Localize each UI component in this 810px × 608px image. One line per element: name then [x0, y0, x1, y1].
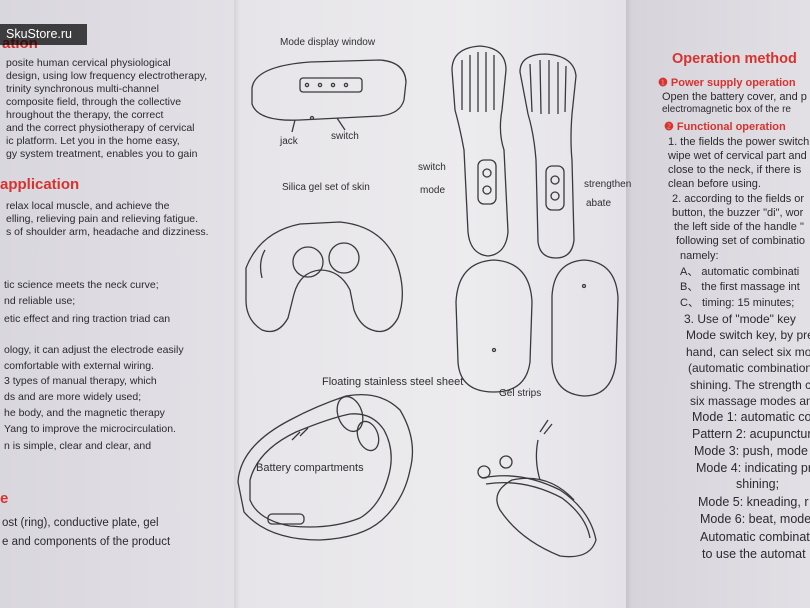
application-line: s of shoulder arm, headache and dizzines…: [6, 226, 209, 238]
mode-line: shining;: [736, 477, 780, 491]
feature-line: tic science meets the neck curve;: [4, 279, 159, 291]
mode-line: Mode 1: automatic co: [692, 410, 810, 424]
application-line: relax local muscle, and achieve the: [6, 200, 170, 212]
option-line: A、 automatic combinati: [680, 266, 800, 278]
step2-line: namely:: [680, 250, 719, 262]
handle-right-drawing: [519, 53, 577, 259]
feature-line: comfortable with external wiring.: [4, 360, 154, 372]
step2-line: 1. the fields the power switch: [668, 136, 810, 148]
label-floating-sheet: Floating stainless steel sheet: [322, 376, 464, 388]
display-unit-drawing: [251, 59, 407, 133]
mode-line: Pattern 2: acupunctur: [692, 427, 810, 441]
feature-line: ology, it can adjust the electrode easil…: [4, 344, 184, 356]
step1-title: ❶ Power supply operation: [658, 77, 796, 89]
left-panel: [0, 0, 234, 608]
mode-line: Automatic combinat: [700, 530, 810, 544]
fold-line: [234, 0, 240, 608]
step1-line: Open the battery cover, and p: [662, 91, 807, 103]
intro-line: design, using low frequency electrothera…: [6, 70, 208, 82]
mode-key-line: hand, can select six mo: [686, 345, 810, 359]
label-strengthen: strengthen: [584, 179, 632, 190]
mode-line: to use the automat: [702, 547, 806, 561]
label-switch-top: switch: [331, 131, 359, 142]
silica-gel-drawing: [245, 221, 403, 333]
step2-line: clean before using.: [668, 178, 761, 190]
option-line: B、 the first massage int: [680, 281, 800, 293]
label-switch-side: switch: [418, 162, 446, 173]
label-abate: abate: [586, 198, 612, 209]
feature-line: etic effect and ring traction triad can: [4, 313, 171, 325]
label-gel-strips: Gel strips: [499, 388, 542, 399]
fold-line: [626, 0, 632, 608]
intro-line: hroughout the therapy, the correct: [6, 109, 164, 121]
application-line: elling, relieving pain and relieving fat…: [6, 213, 199, 225]
feature-line: ds and are more widely used;: [4, 391, 142, 403]
step2-title: ❷ Functional operation: [664, 121, 786, 133]
step2-line: 2. according to the fields or: [672, 193, 805, 205]
intro-line: ic platform. Let you in the home easy,: [6, 135, 180, 147]
gel-strips-drawing: [455, 259, 619, 397]
intro-line: posite human cervical physiological: [6, 57, 171, 69]
mode-line: Mode 3: push, mode: [694, 444, 808, 458]
mode-key-line: six massage modes an: [690, 394, 810, 408]
mode-line: Mode 6: beat, mode: [700, 512, 810, 526]
handle-left-drawing: [451, 45, 509, 257]
structure-line: ost (ring), conductive plate, gel: [2, 517, 159, 529]
intro-line: trinity synchronous multi-channel: [6, 83, 159, 95]
mode-key-line: shining. The strength c: [690, 378, 810, 392]
step2-line: following set of combinatio: [676, 235, 806, 247]
left-heading-application: application: [0, 176, 80, 193]
label-jack: jack: [280, 136, 298, 147]
label-mode-display: Mode display window: [280, 37, 376, 48]
step1-line: electromagnetic box of the re: [662, 104, 791, 115]
right-heading: Operation method: [672, 51, 797, 67]
step2-line: wipe wet of cervical part and: [668, 150, 807, 162]
structure-line: e and components of the product: [2, 536, 171, 548]
neck-device-drawing: [237, 393, 414, 541]
label-mode: mode: [420, 185, 446, 196]
step2-line: the left side of the handle ": [674, 221, 804, 233]
mode-line: Mode 4: indicating pr: [696, 461, 810, 475]
label-silica-gel: Silica gel set of skin: [282, 182, 370, 193]
watermark-badge: SkuStore.ru: [0, 24, 87, 45]
feature-line: n is simple, clear and clear, and: [4, 440, 152, 452]
intro-line: composite field, through the collective: [6, 96, 182, 108]
option-line: C、 timing: 15 minutes;: [680, 297, 795, 309]
label-battery: Battery compartments: [256, 462, 364, 474]
mode-key-line: Mode switch key, by pre: [686, 328, 810, 342]
right-panel: [626, 0, 810, 608]
mode-key-line: (automatic combination: [688, 361, 810, 375]
feature-line: 3 types of manual therapy, which: [4, 375, 157, 387]
feature-line: Yang to improve the microcirculation.: [4, 423, 176, 435]
step2-line: button, the buzzer "di", wor: [672, 207, 804, 219]
mode-key-line: 3. Use of "mode" key: [684, 312, 796, 326]
mode-line: Mode 5: kneading, r: [698, 495, 809, 509]
step2-line: close to the neck, if there is: [668, 164, 802, 176]
electrode-cable-drawing: [477, 419, 597, 558]
middle-panel: [234, 0, 626, 608]
left-heading-structure: e: [0, 490, 9, 507]
intro-line: and the correct physiotherapy of cervica…: [6, 122, 195, 134]
feature-line: nd reliable use;: [4, 295, 76, 307]
intro-line: gy system treatment, enables you to gain: [6, 148, 198, 160]
feature-line: he body, and the magnetic therapy: [4, 407, 165, 419]
